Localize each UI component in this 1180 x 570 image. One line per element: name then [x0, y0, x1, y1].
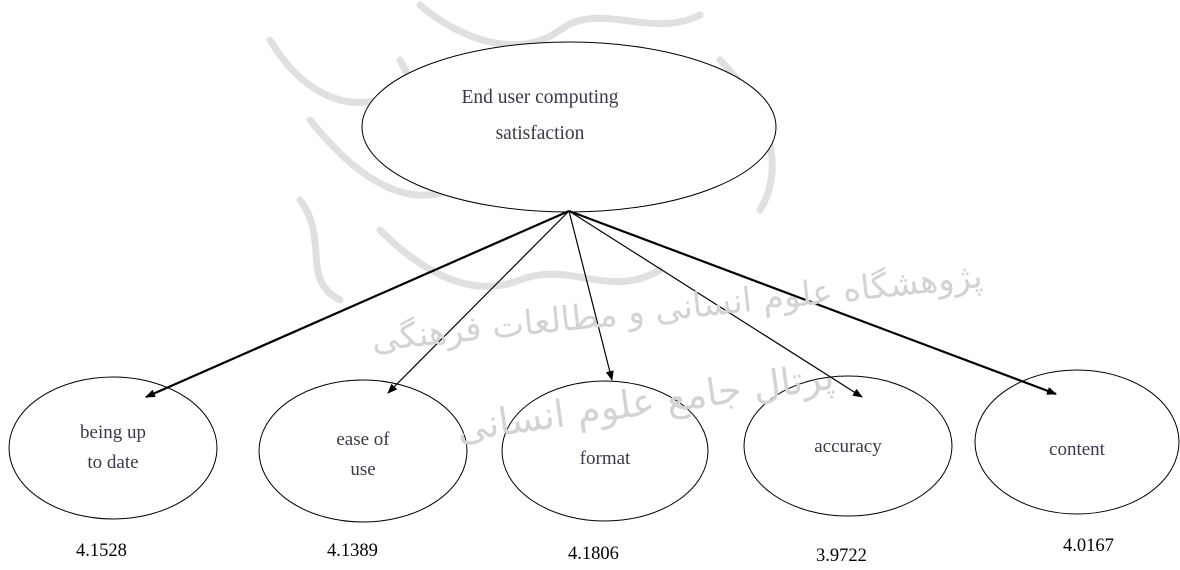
label-line1: ease of: [336, 429, 390, 450]
arrow-to-content: [568, 209, 1057, 396]
value-format: 4.1806: [568, 544, 619, 564]
arrow-to-ease-of-use: [387, 210, 570, 394]
label-accuracy: accuracy: [788, 432, 908, 462]
node-ease-of-use: [258, 379, 468, 523]
value-ease-of-use: 4.1389: [327, 541, 378, 561]
label-line1: accuracy: [814, 436, 882, 457]
value-content: 4.0167: [1063, 536, 1114, 556]
label-content: content: [1017, 435, 1137, 465]
node-content: [974, 369, 1180, 515]
arrow-to-being-up-to-date: [145, 209, 570, 399]
node-being-up-to-date: [8, 376, 218, 520]
arrow-to-format: [568, 210, 614, 381]
label-format: format: [545, 444, 665, 474]
label-being-up-to-date: being up to date: [53, 418, 173, 478]
value-accuracy: 3.9722: [816, 546, 867, 566]
root-label-line1: End user computing: [461, 87, 619, 108]
node-format: [501, 380, 709, 522]
root-label-line2: satisfaction: [495, 123, 585, 144]
root-node-label: End user computing satisfaction: [395, 80, 685, 152]
label-line1: content: [1049, 439, 1105, 460]
node-accuracy: [743, 375, 953, 517]
label-ease-of-use: ease of use: [303, 425, 423, 485]
label-line1: format: [579, 448, 631, 469]
label-line2: use: [350, 459, 376, 480]
value-being-up-to-date: 4.1528: [76, 541, 127, 561]
label-line2: to date: [87, 452, 139, 473]
label-line1: being up: [80, 422, 146, 443]
arrow-to-accuracy: [568, 210, 863, 398]
